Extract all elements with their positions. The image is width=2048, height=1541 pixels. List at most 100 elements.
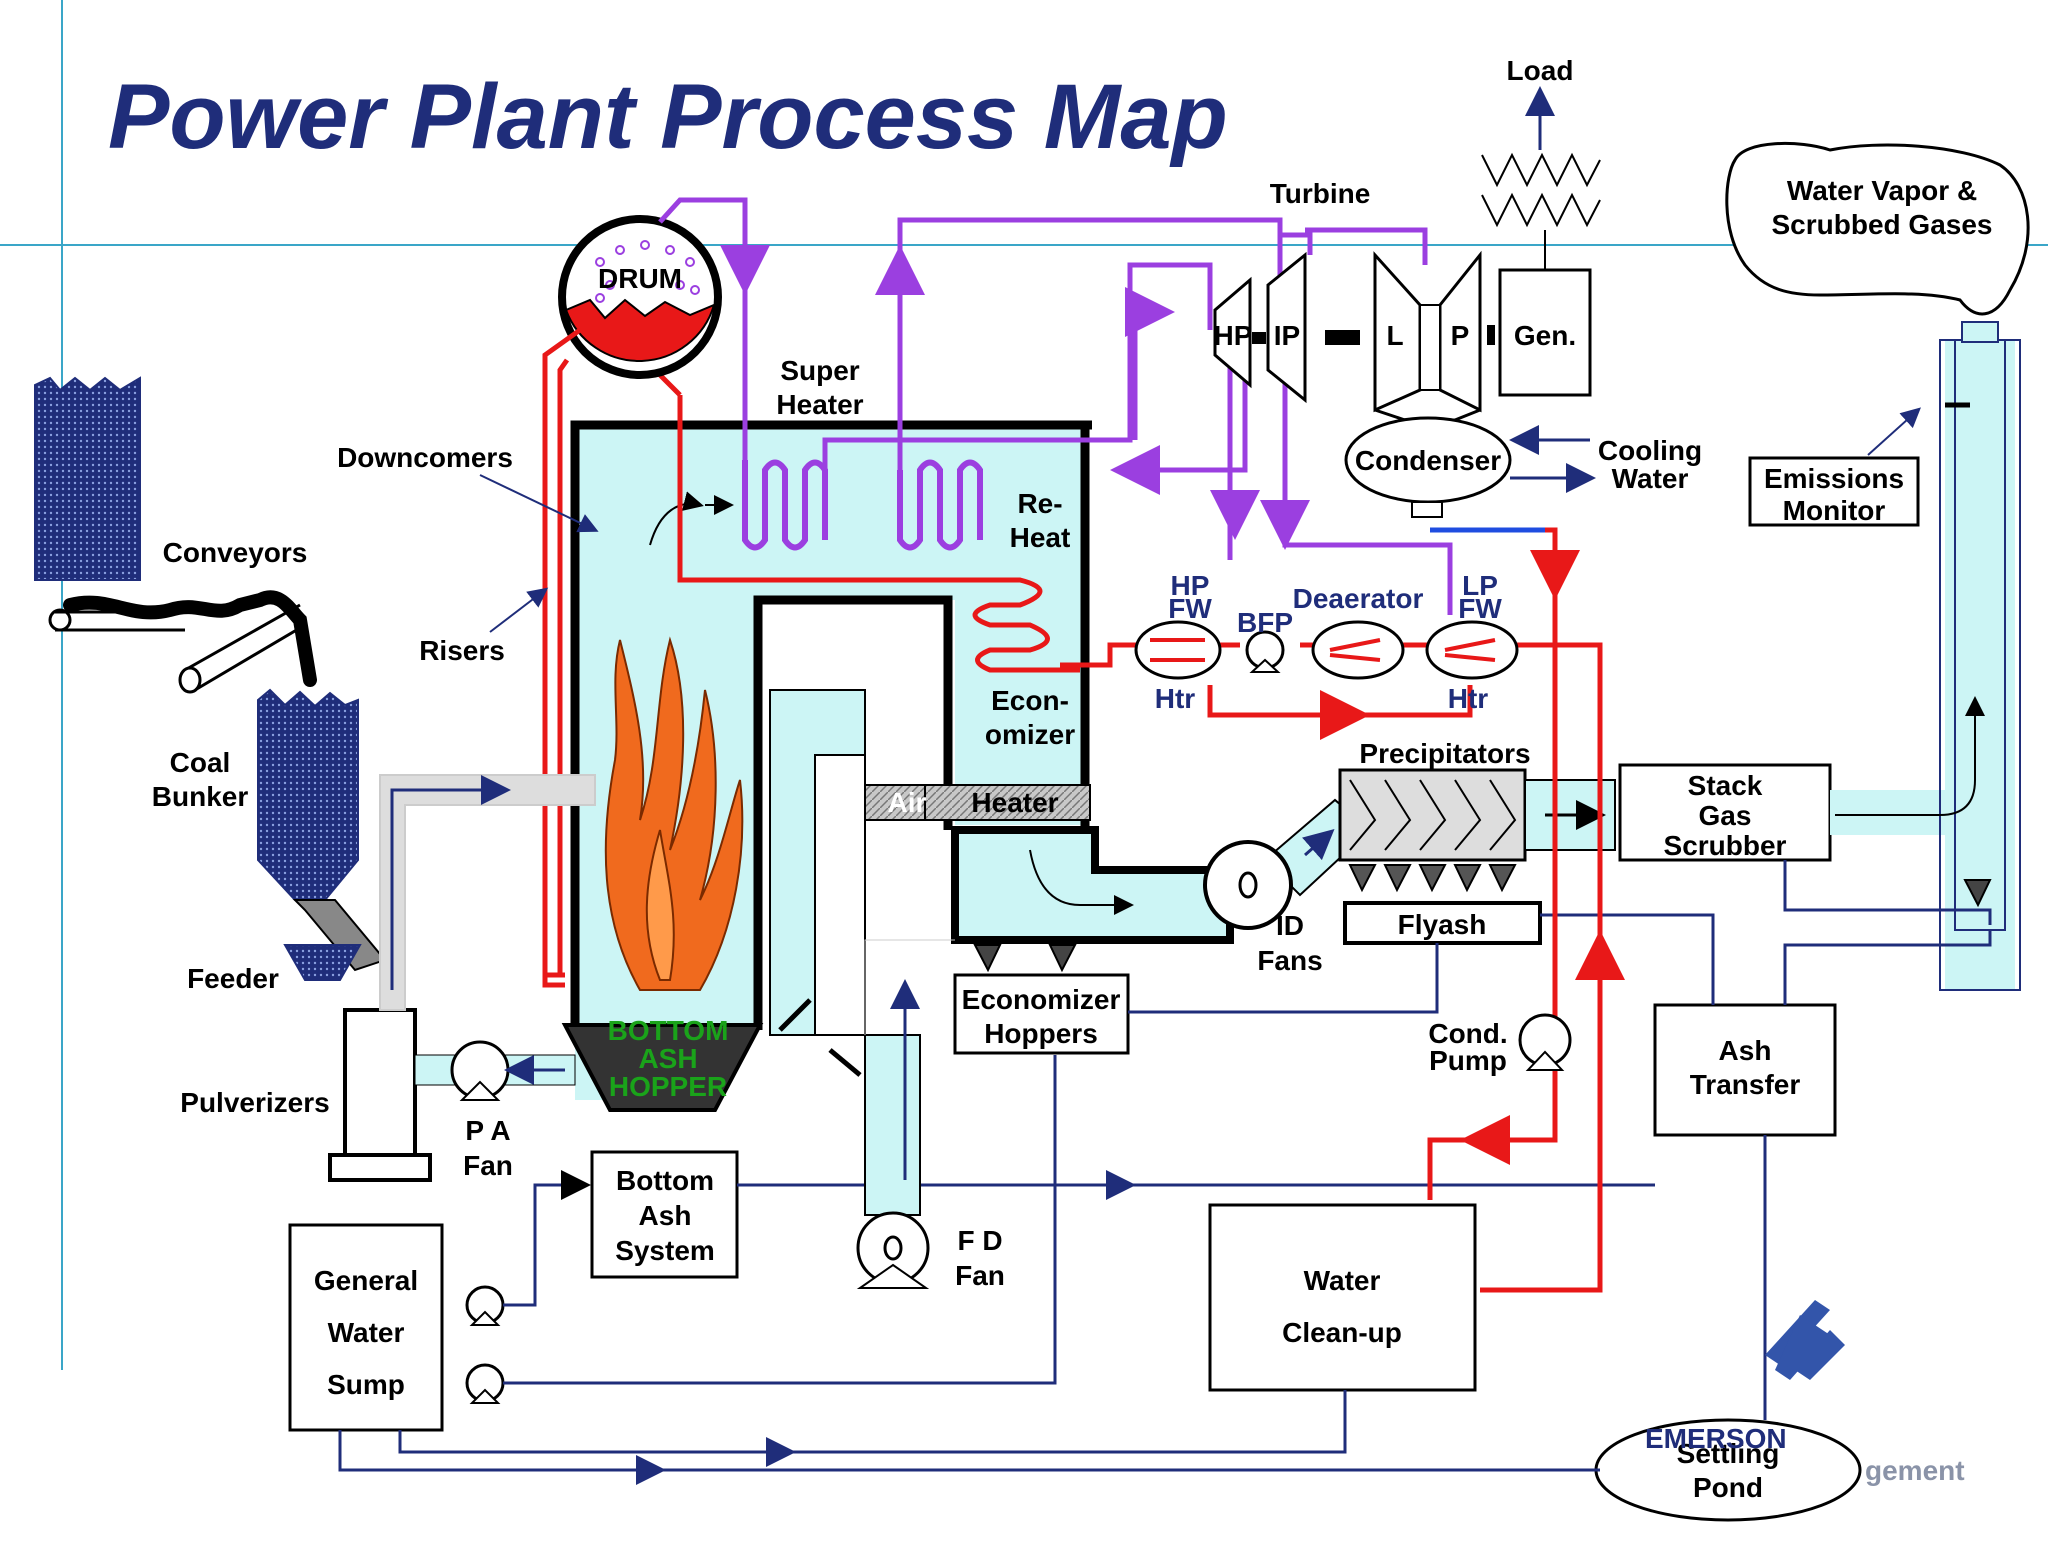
conveyors-label: Conveyors	[163, 537, 308, 568]
general-water-sump	[288, 1223, 444, 1432]
generator: Gen. Load	[1481, 55, 1601, 397]
emerson-logo: EMERSON gement	[1645, 1300, 1965, 1486]
stack-gas-label-2: Gas	[1699, 800, 1752, 831]
air-heater	[844, 784, 1091, 821]
id-fans-label-1: ID	[1276, 910, 1304, 941]
hp-label: HP	[1214, 320, 1253, 351]
reheat-label-1: Re-	[1017, 488, 1062, 519]
load-label: Load	[1507, 55, 1574, 86]
htr-label-1: Htr	[1155, 683, 1196, 714]
emissions-label-2: Monitor	[1783, 495, 1886, 526]
bottom-ash-system-label-3: System	[615, 1235, 715, 1266]
flyash-label: Flyash	[1398, 909, 1487, 940]
lp-fw-label-1: LP	[1462, 570, 1498, 601]
sump-pumps	[465, 1285, 505, 1404]
econ-label-1: Econ-	[991, 685, 1069, 716]
emissions-label-1: Emissions	[1764, 463, 1904, 494]
l-label: L	[1386, 320, 1403, 351]
emerson-wordmark: EMERSON	[1645, 1423, 1787, 1454]
downcomers-label: Downcomers	[337, 442, 513, 473]
drum: DRUM	[558, 215, 722, 379]
sump-label-2: Water	[328, 1317, 405, 1348]
risers-label: Risers	[419, 635, 505, 666]
hp-fw-label-2: FW	[1168, 593, 1212, 624]
economizer-coil	[677, 395, 1080, 673]
p-label: P	[1451, 320, 1470, 351]
super-heater-label-1: Super	[780, 355, 859, 386]
boiler: BOTTOM ASH HOPPER Air Heater	[561, 368, 1092, 1112]
econ-hoppers-label-1: Economizer	[962, 984, 1121, 1015]
econ-label-2: omizer	[985, 719, 1075, 750]
settling-pond-label-2: Pond	[1693, 1472, 1763, 1503]
gen-label: Gen.	[1514, 320, 1576, 351]
cond-pump-label-2: Pump	[1429, 1045, 1507, 1076]
pulverizers-label: Pulverizers	[180, 1087, 329, 1118]
feedwater-train: HP FW BFP Deaerator LP FW Htr Htr	[1060, 527, 1625, 1293]
fd-fan-label-1: F D	[957, 1225, 1002, 1256]
cooling-water-label-1: Cooling	[1598, 435, 1702, 466]
stack-gas-label-1: Stack	[1688, 770, 1763, 801]
water-vapor-label-2: Scrubbed Gases	[1772, 209, 1993, 240]
downcomers-risers	[542, 327, 582, 988]
reheat-label-2: Heat	[1010, 522, 1071, 553]
economizer-hoppers	[953, 973, 1130, 1055]
bottom-ash-system	[590, 1150, 739, 1279]
coal-pile	[34, 376, 141, 581]
super-heater-coil	[742, 459, 828, 551]
turbine: HP IP L P Turbine	[1213, 178, 1495, 413]
stack	[1830, 321, 2021, 991]
flyash-box	[1343, 901, 1542, 945]
coal-bunker-label-1: Coal	[170, 747, 231, 778]
bfp-label: BFP	[1237, 607, 1293, 638]
bottom-ash-system-label-2: Ash	[639, 1200, 692, 1231]
ash-transfer-label-2: Transfer	[1690, 1069, 1801, 1100]
pa-fan-label-1: P A	[465, 1115, 510, 1146]
pa-fan-label-2: Fan	[463, 1150, 513, 1181]
bottom-ash-hopper-label-1: BOTTOM	[608, 1015, 729, 1046]
feeder	[283, 944, 362, 981]
hp-fw-label-1: HP	[1171, 570, 1210, 601]
water-cleanup	[1208, 1203, 1477, 1392]
sump-label-1: General	[314, 1265, 418, 1296]
condenser: Condenser Cooling Water	[1344, 408, 1702, 518]
sump-label-3: Sump	[327, 1369, 405, 1400]
condenser-label: Condenser	[1355, 445, 1501, 476]
air-label: Air	[888, 787, 927, 818]
cooling-water-label-2: Water	[1612, 463, 1689, 494]
precipitators-label: Precipitators	[1359, 738, 1530, 769]
htr-label-2: Htr	[1448, 683, 1489, 714]
ash-transfer-label-1: Ash	[1719, 1035, 1772, 1066]
id-fans-label-2: Fans	[1257, 945, 1322, 976]
feeder-label: Feeder	[187, 963, 279, 994]
water-cleanup-label-2: Clean-up	[1282, 1317, 1402, 1348]
water-cleanup-label-1: Water	[1304, 1265, 1381, 1296]
deaerator-label: Deaerator	[1293, 583, 1424, 614]
water-vapor-label-1: Water Vapor &	[1787, 175, 1977, 206]
coal-handling	[34, 376, 596, 1182]
coal-bunker-label-2: Bunker	[152, 781, 249, 812]
water-vapor-cloud	[1725, 142, 2030, 316]
heater-label: Heater	[971, 787, 1058, 818]
coal-bunker	[257, 688, 359, 901]
precipitators: Precipitators	[1338, 738, 1616, 893]
drum-label: DRUM	[598, 263, 682, 294]
reheat-coil	[897, 459, 983, 551]
turbine-label: Turbine	[1270, 178, 1371, 209]
steam-lines	[658, 197, 1453, 615]
settling-pond-label-1: Settling	[1677, 1438, 1780, 1469]
bottom-ash-system-label-1: Bottom	[616, 1165, 714, 1196]
flue-duct	[951, 826, 1234, 973]
emissions-monitor	[1748, 456, 1920, 527]
pulverizer	[343, 1008, 417, 1157]
bottom-ash-hopper	[561, 1023, 764, 1112]
lp-fw-label-2: FW	[1458, 593, 1502, 624]
fd-fan: F D Fan	[856, 939, 1005, 1291]
ash-transfer	[1653, 1003, 1837, 1137]
fd-fan-label-2: Fan	[955, 1260, 1005, 1291]
flow-lines	[338, 527, 1992, 1485]
stack-gas-label-3: Scrubber	[1664, 830, 1787, 861]
cond-pump-label-1: Cond.	[1428, 1018, 1507, 1049]
emerson-subtitle: gement	[1865, 1455, 1965, 1486]
